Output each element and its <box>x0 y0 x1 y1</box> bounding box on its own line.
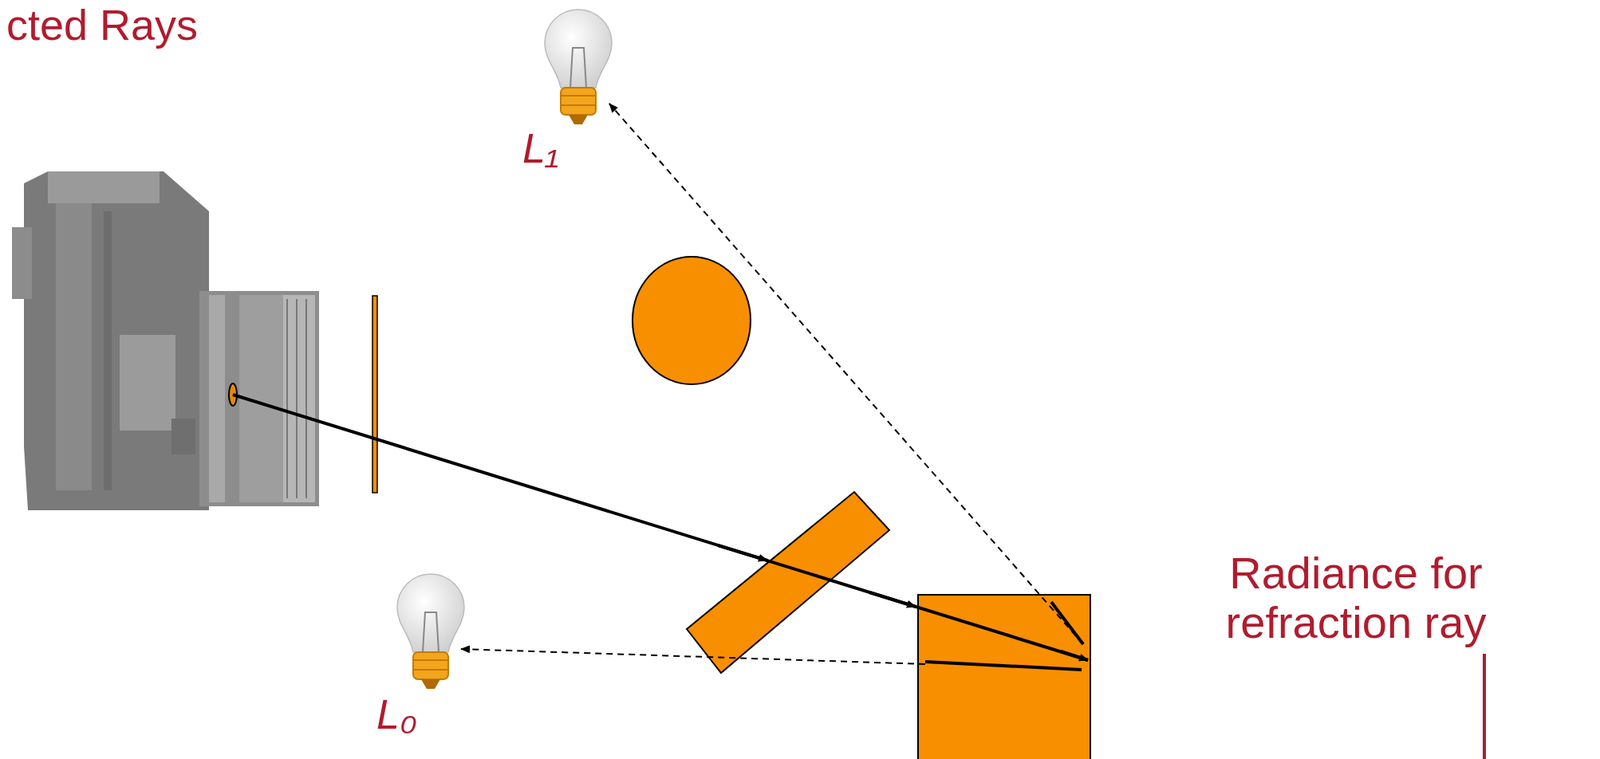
pointer-line <box>1482 654 1486 759</box>
light-bulb <box>544 9 612 125</box>
slide-title: cted Rays <box>6 1 198 49</box>
shadow-ray <box>609 103 1084 645</box>
light-label: L₀ <box>376 692 418 738</box>
reflection-ray <box>1051 602 1084 645</box>
sphere <box>632 256 751 385</box>
shadow-ray <box>461 649 926 665</box>
camera <box>11 171 320 511</box>
image-plane <box>372 295 378 493</box>
annotation: Radiance for refraction ray <box>1148 548 1564 647</box>
light-label: L₁ <box>522 126 559 172</box>
eye-ray <box>232 394 1088 661</box>
cube <box>918 595 1091 759</box>
refraction-ray <box>925 662 1082 670</box>
slab <box>686 492 890 674</box>
light-bulb <box>397 574 465 690</box>
